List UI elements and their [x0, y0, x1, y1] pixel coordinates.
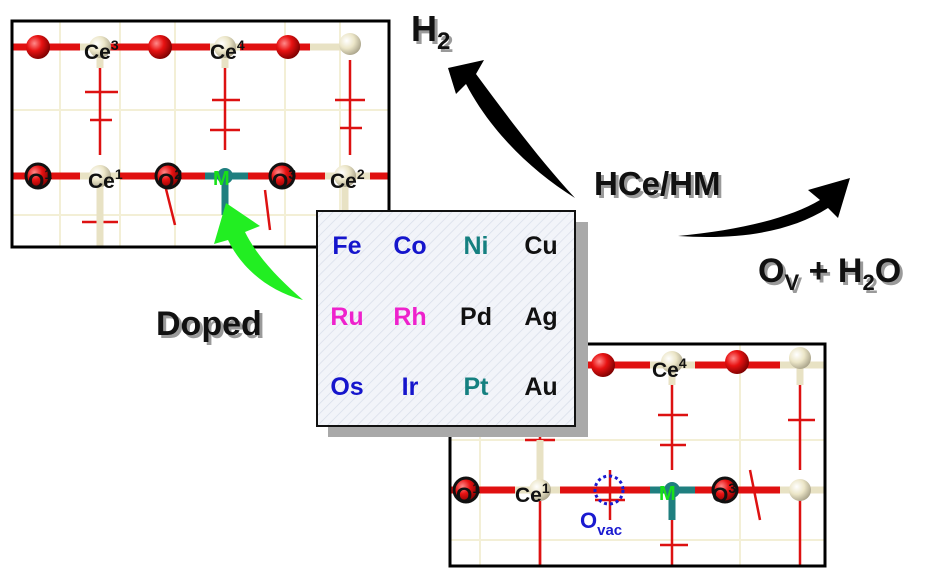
label-ce1: Ce1: [88, 166, 123, 193]
label-ovac: Ovac: [580, 508, 622, 539]
label-o3: O3: [272, 166, 296, 193]
oxygen-atom: [725, 350, 749, 374]
element-ru: Ru: [330, 303, 363, 331]
oxygen-atom: [26, 35, 50, 59]
oxygen-atom-o3: [268, 162, 296, 190]
h2-label: H2 H2: [411, 8, 453, 58]
cerium-atom: [789, 347, 811, 369]
label-o2: O2: [158, 166, 182, 193]
label-ce2: Ce2: [330, 166, 365, 193]
element-fe: Fe: [332, 232, 361, 260]
oxygen-atom: [148, 35, 172, 59]
label-m: M: [213, 168, 230, 190]
oxygen-atom-o3: [711, 476, 739, 504]
svg-text:OV + H2O: OV + H2O: [761, 255, 904, 298]
bottom-panel-frame: [448, 342, 827, 568]
dopant-atom-m: [217, 168, 233, 184]
cerium-atom: [339, 33, 361, 55]
cerium-atom-ce1: [89, 165, 111, 187]
element-pd: Pd: [460, 303, 492, 331]
label-o1: O1: [456, 480, 480, 507]
cerium-atom-ce1: [529, 479, 551, 501]
svg-text:Doped: Doped: [156, 305, 262, 343]
svg-text:Doped: Doped: [159, 308, 265, 346]
oxygen-atom: [591, 353, 615, 377]
element-cu: Cu: [524, 232, 557, 260]
element-co: Co: [393, 232, 426, 260]
oxygen-atom-o1: [452, 476, 480, 504]
h2-adsorption-arrow: [448, 60, 575, 198]
cerium-atom: [214, 36, 236, 58]
top-panel-frame: [10, 19, 391, 249]
svg-text:HCe/HM: HCe/HM: [594, 165, 721, 202]
intermediate-label: HCe/HM HCe/HM: [594, 165, 724, 205]
element-pt: Pt: [464, 373, 490, 401]
dopant-table-box: [316, 210, 576, 427]
label-ce4: Ce4: [210, 37, 245, 64]
cerium-atom: [89, 36, 111, 58]
label-m: M: [659, 483, 676, 505]
element-au: Au: [524, 373, 557, 401]
oxygen-atom: [276, 35, 300, 59]
dopant-atom-m: [664, 482, 680, 498]
label-o3: O3: [712, 480, 736, 507]
element-os: Os: [330, 373, 363, 401]
element-ni: Ni: [464, 232, 489, 260]
svg-text:HCe/HM: HCe/HM: [597, 168, 724, 205]
element-ir: Ir: [402, 373, 419, 401]
oxygen-atom-o2: [154, 162, 182, 190]
top-lattice-grid: [12, 21, 389, 247]
label-ce1: Ce1: [515, 480, 550, 507]
oxygen-atom-o1: [24, 162, 52, 190]
cerium-atom-ce2: [334, 165, 356, 187]
svg-text:H2: H2: [414, 11, 453, 58]
cerium-atom: [661, 351, 683, 373]
doped-label: Doped Doped: [156, 305, 265, 346]
element-ag: Ag: [524, 303, 557, 331]
product-label: OV + H2O OV + H2O: [758, 252, 904, 298]
label-ce3: Ce3: [84, 37, 119, 64]
svg-text:H2: H2: [411, 8, 450, 55]
cerium-atom: [789, 479, 811, 501]
doping-arrow: [214, 203, 303, 300]
svg-text:OV + H2O: OV + H2O: [758, 252, 901, 295]
product-arrow: [678, 178, 850, 237]
oxygen-vacancy-marker: [593, 474, 625, 506]
element-rh: Rh: [393, 303, 426, 331]
label-o1: O1: [28, 166, 52, 193]
label-ce4: Ce4: [652, 355, 687, 382]
